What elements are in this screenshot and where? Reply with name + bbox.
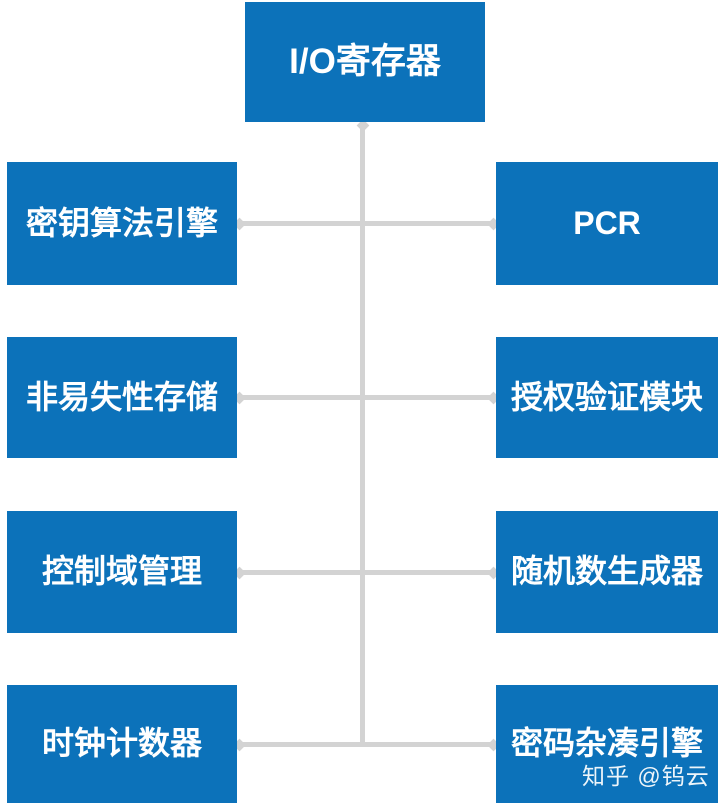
node-pcr: PCR <box>496 162 718 285</box>
node-crypto-hash-engine: 密码杂凑引擎 <box>496 685 718 803</box>
node-io-register: I/O寄存器 <box>245 2 485 122</box>
connector-vertical-trunk <box>360 122 365 747</box>
node-random-number-generator-label: 随机数生成器 <box>510 553 703 590</box>
connector-row-2 <box>237 395 496 400</box>
node-random-number-generator: 随机数生成器 <box>496 511 718 633</box>
node-clock-counter: 时钟计数器 <box>7 685 237 803</box>
node-key-algorithm-engine-label: 密钥算法引擎 <box>25 204 218 241</box>
node-control-domain-management-label: 控制域管理 <box>41 553 202 590</box>
node-crypto-hash-engine-label: 密码杂凑引擎 <box>510 725 703 762</box>
node-control-domain-management: 控制域管理 <box>7 511 237 633</box>
node-nonvolatile-storage: 非易失性存储 <box>7 337 237 458</box>
node-io-register-label: I/O寄存器 <box>289 41 441 81</box>
node-clock-counter-label: 时钟计数器 <box>41 725 202 762</box>
connector-row-4 <box>237 742 496 747</box>
connector-row-1 <box>237 221 496 226</box>
node-key-algorithm-engine: 密钥算法引擎 <box>7 162 237 285</box>
node-authorization-verification-label: 授权验证模块 <box>510 378 703 415</box>
node-nonvolatile-storage-label: 非易失性存储 <box>25 378 218 415</box>
node-pcr-label: PCR <box>573 204 641 241</box>
connector-row-3 <box>237 570 496 575</box>
node-authorization-verification: 授权验证模块 <box>496 337 718 458</box>
watermark-zhihu: 知乎 @钨云 <box>582 763 710 789</box>
